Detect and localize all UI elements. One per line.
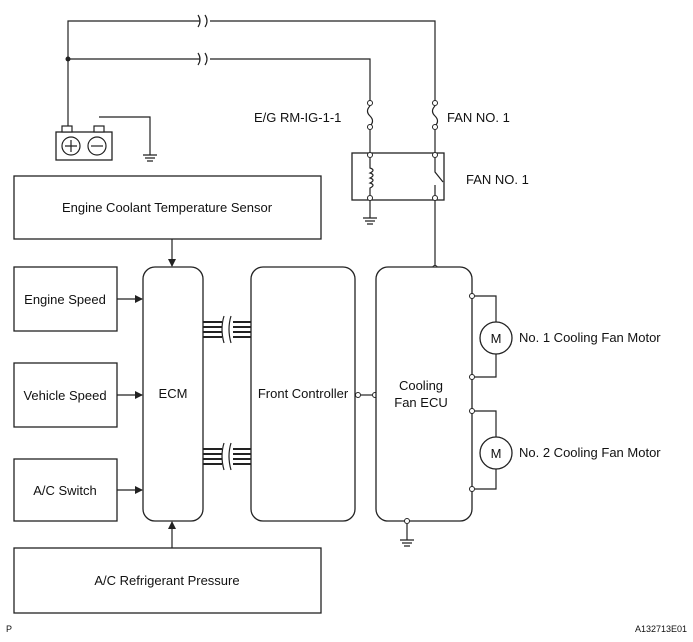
engine-speed-box	[13, 266, 118, 332]
ecm-label: ECM	[159, 386, 188, 401]
battery-wiring	[65, 14, 436, 126]
ac-switch-label: A/C Switch	[33, 483, 97, 498]
vehicle-speed-label: Vehicle Speed	[23, 388, 106, 403]
motor-1-symbol: M	[491, 331, 502, 346]
motor-1-icon	[479, 321, 513, 355]
battery-icon	[55, 116, 157, 162]
engine-speed-label: Engine Speed	[24, 292, 106, 307]
cooling-fan-ecu-label-1: Cooling	[399, 378, 443, 393]
motor-1-label: No. 1 Cooling Fan Motor	[519, 330, 661, 345]
ac-pressure-box	[13, 547, 322, 614]
cooling-fan-ecu-label-2: Fan ECU	[394, 395, 447, 410]
relay-label: FAN NO. 1	[466, 172, 529, 187]
motor-2-symbol: M	[491, 446, 502, 461]
front-controller-label: Front Controller	[258, 386, 349, 401]
fuse-left-label: E/G RM-IG-1-1	[254, 110, 341, 125]
can-bus-lower	[203, 442, 251, 471]
ac-pressure-label: A/C Refrigerant Pressure	[94, 573, 239, 588]
motor-2-icon	[479, 436, 513, 470]
fuse-left-icon	[366, 100, 374, 152]
sensor-box	[13, 175, 322, 240]
fuse-right-icon	[431, 100, 439, 152]
motor-2-label: No. 2 Cooling Fan Motor	[519, 445, 661, 460]
corner-right-mark: A132713E01	[635, 624, 687, 634]
relay-icon	[351, 152, 445, 271]
front-controller-box	[250, 266, 356, 522]
cooling-fan-ecu-box	[375, 266, 473, 522]
ecu-ground	[400, 518, 414, 547]
vehicle-speed-box	[13, 362, 118, 428]
motor-2-circuit	[469, 408, 497, 492]
corner-left-mark: P	[6, 624, 12, 634]
can-bus-upper	[203, 315, 251, 344]
front-to-fan-link	[355, 392, 378, 398]
fuse-right-label: FAN NO. 1	[447, 110, 510, 125]
ac-switch-box	[13, 458, 118, 522]
sensor-label: Engine Coolant Temperature Sensor	[62, 200, 273, 215]
motor-1-circuit	[469, 293, 497, 380]
